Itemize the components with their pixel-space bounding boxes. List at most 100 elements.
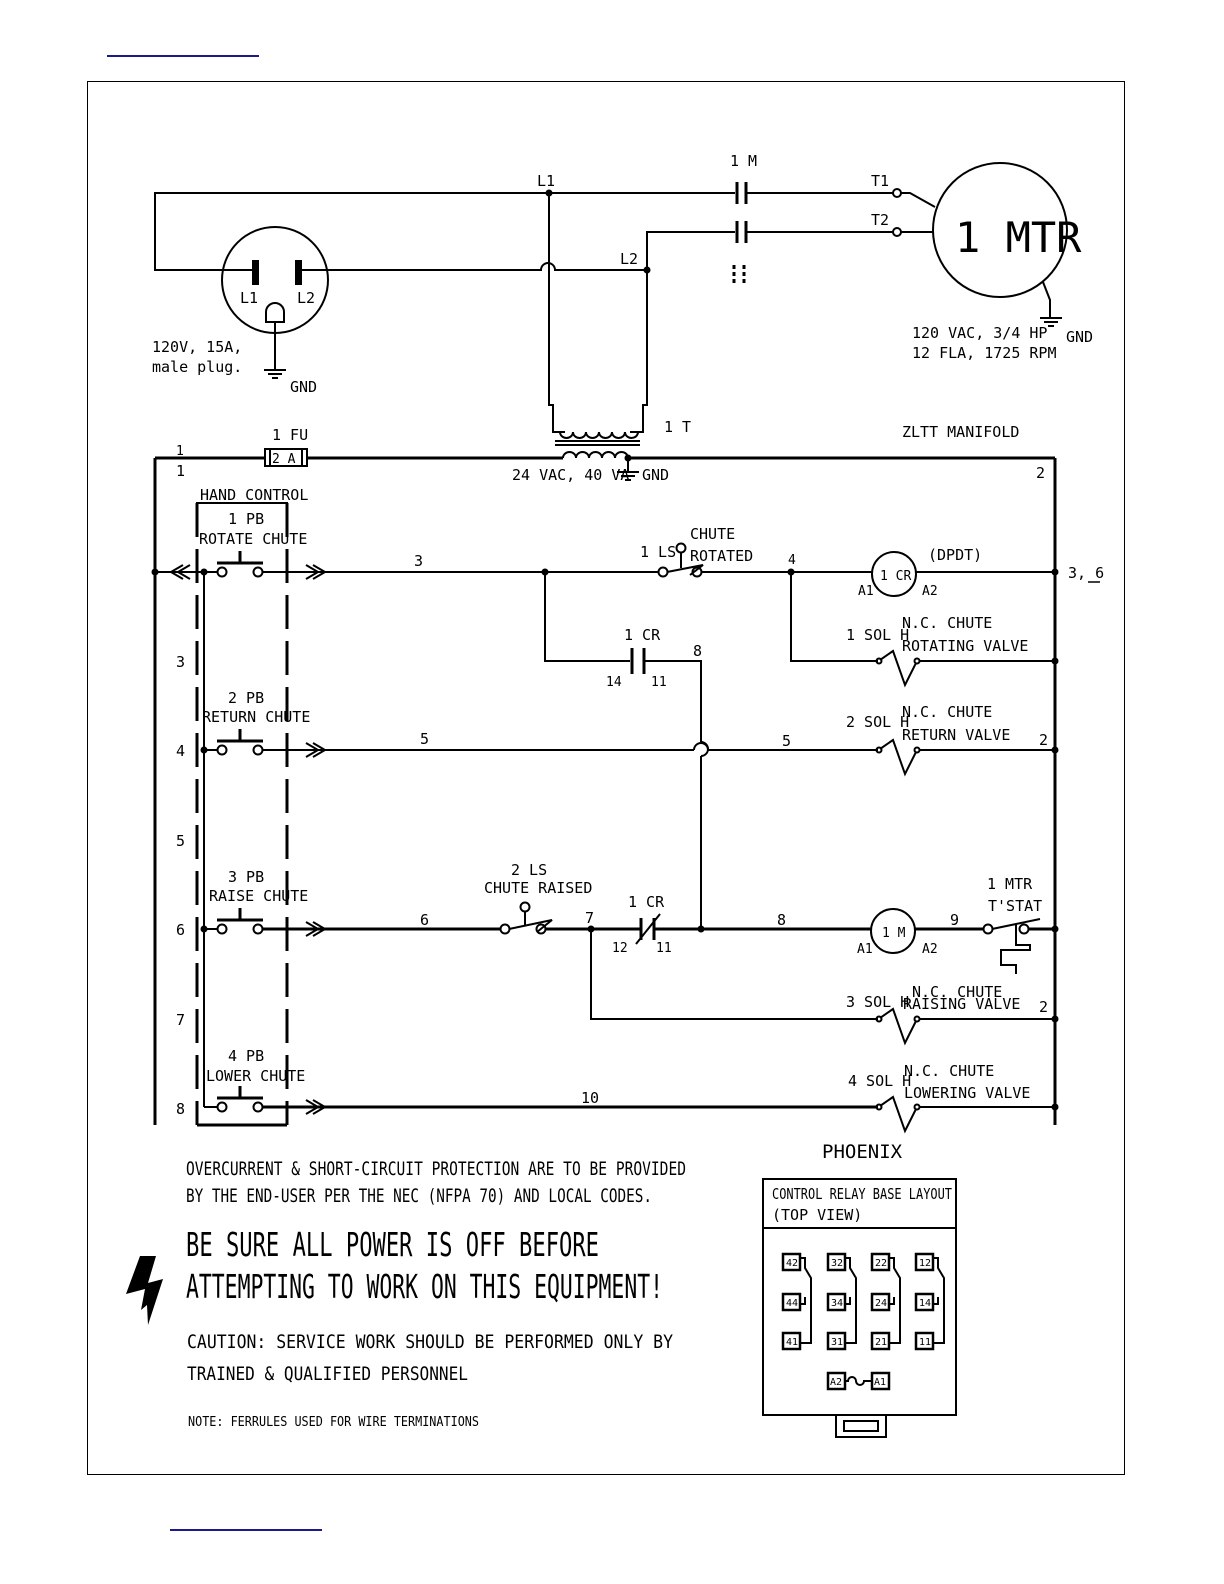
solenoid-1-symbol [879,649,917,688]
relay-terminal-24 [870,1292,891,1312]
wire-num-7: 7 [176,1011,185,1029]
svg-text:2: 2 [1039,731,1048,749]
relay-terminal-22 [870,1252,891,1272]
pushbutton-2pb: 2 PB RETURN CHUTE [202,689,310,756]
wire-8: 8 [777,911,786,929]
relay-terminal-12 [914,1252,935,1272]
wire-num-5: 5 [176,832,185,850]
hand-control-label: HAND CONTROL [200,486,308,504]
sol4-label: 4 SOL H [848,1072,911,1090]
rung2-wire-a: 5 [420,730,429,748]
pushbutton-4pb: 4 PB LOWER CHUTE [206,1047,305,1113]
rung1-wire: 3 [414,552,423,570]
limit-switch-2ls [499,901,553,935]
svg-text:1 PB: 1 PB [228,510,264,528]
relay-terminal-21 [870,1331,891,1351]
contactor-1m [732,182,748,283]
protection-note-2: BY THE END-USER PER THE NEC (NFPA 70) AN… [186,1185,652,1207]
relay-terminal-42 [781,1252,802,1272]
cr-nc-label: 1 CR [628,893,665,911]
svg-text:RETURN VALVE: RETURN VALVE [902,726,1010,744]
relay-contact-link [933,1257,945,1344]
relay-contact-link [889,1257,901,1344]
relay-terminal-label: 14 [919,1298,931,1309]
relay-terminal-label: 31 [831,1337,843,1348]
tstat-label-2: T'STAT [988,897,1042,915]
svg-text:N.C. CHUTE: N.C. CHUTE [902,614,992,632]
relay-terminal-label: 44 [786,1298,798,1309]
relay-base-layout: PHOENIX CONTROL RELAY BASE LAYOUT (TOP V… [762,1141,957,1438]
header-link[interactable] [107,55,259,57]
sol1-label: 1 SOL H [846,626,909,644]
relay-terminal-31 [826,1331,847,1351]
svg-text:12: 12 [612,941,628,956]
svg-text:3 PB: 3 PB [228,868,264,886]
relay-base-tab [835,1414,887,1438]
control-circuit: 2 A 1 FU 1 1 2 ZLTT MANIFOLD HAND CONTRO… [151,423,1104,1134]
relay-coil-label: A1 [874,1377,886,1388]
wire-num-8: 8 [176,1100,185,1118]
rung1-node-4: 4 [788,553,796,568]
rung3-wire: 6 [420,911,429,929]
plug-spec-1: 120V, 15A, [152,338,242,356]
relay-no-contact [933,1297,939,1305]
transformer-1t [555,431,640,459]
relay-title-2: (TOP VIEW) [772,1206,862,1224]
solenoid-2-symbol [879,738,917,777]
relay-terminal-label: 42 [786,1258,798,1269]
power-circuit: L1 L2 120V, 15A, male plug. GND L1 L2 1 … [152,152,1093,484]
relay-terminal-41 [781,1331,802,1351]
limit-switch-1ls [657,542,704,578]
bus-l2-label: L2 [620,250,638,268]
relay-terminal-label: 34 [831,1298,843,1309]
motor-circle [932,162,1068,298]
caution-line-1: CAUTION: SERVICE WORK SHOULD BE PERFORME… [187,1331,673,1353]
relay-brand: PHOENIX [822,1141,903,1163]
svg-text:11: 11 [651,675,667,690]
svg-text:14: 14 [606,675,622,690]
wire-9: 9 [950,911,959,929]
wire-num-4: 4 [176,742,185,760]
transformer-spec: 24 VAC, 40 VA [512,466,629,484]
motor-t1-label: T1 [871,172,889,190]
svg-text:RAISE CHUTE: RAISE CHUTE [209,887,308,905]
relay-coil-icon [845,1376,872,1386]
relay-no-contact [845,1297,851,1305]
warning-line-1: BE SURE ALL POWER IS OFF BEFORE [186,1225,599,1264]
svg-text:A2: A2 [922,942,938,957]
svg-text:A2: A2 [922,584,938,599]
wire-num-3: 3 [176,653,185,671]
notes: OVERCURRENT & SHORT-CIRCUIT PROTECTION A… [126,1158,686,1430]
transformer-label: 1 T [664,418,691,436]
seal-in-label: 1 CR [624,626,661,644]
relay-terminal-44 [781,1292,802,1312]
relay-terminal-32 [826,1252,847,1272]
plug-circle [221,226,329,334]
warning-line-2: ATTEMPTING TO WORK ON THIS EQUIPMENT! [186,1267,663,1306]
svg-text:RAISING VALVE: RAISING VALVE [903,995,1020,1013]
wire-l1 [154,192,735,271]
svg-text:2: 2 [1039,998,1048,1016]
svg-text:A1: A1 [858,584,874,599]
solenoid-4-symbol [879,1095,917,1134]
fuse-rating: 2 A [272,452,296,467]
relay-terminal-label: 41 [786,1337,798,1348]
contactor-label: 1 M [730,152,757,170]
plug-label-l2: L2 [297,289,315,307]
pushbutton-1pb: 1 PB ROTATE CHUTE [199,510,307,578]
plug-ground-pin [265,302,285,323]
relay-terminal-label: 32 [831,1258,843,1269]
svg-text:2 PB: 2 PB [228,689,264,707]
ls1-desc-1: CHUTE [690,525,735,543]
pushbutton-3pb: 3 PB RAISE CHUTE [209,868,308,935]
footer-link[interactable] [170,1529,322,1531]
plug-label-l1: L1 [240,289,258,307]
relay-title-1: CONTROL RELAY BASE LAYOUT [772,1185,952,1203]
wire-2-top: 2 [1036,464,1045,482]
sol2-label: 2 SOL H [846,713,909,731]
relay-contact-link [845,1257,857,1344]
svg-text:11: 11 [656,941,672,956]
motor-spec-2: 12 FLA, 1725 RPM [912,344,1057,362]
relay-terminal-34 [826,1292,847,1312]
